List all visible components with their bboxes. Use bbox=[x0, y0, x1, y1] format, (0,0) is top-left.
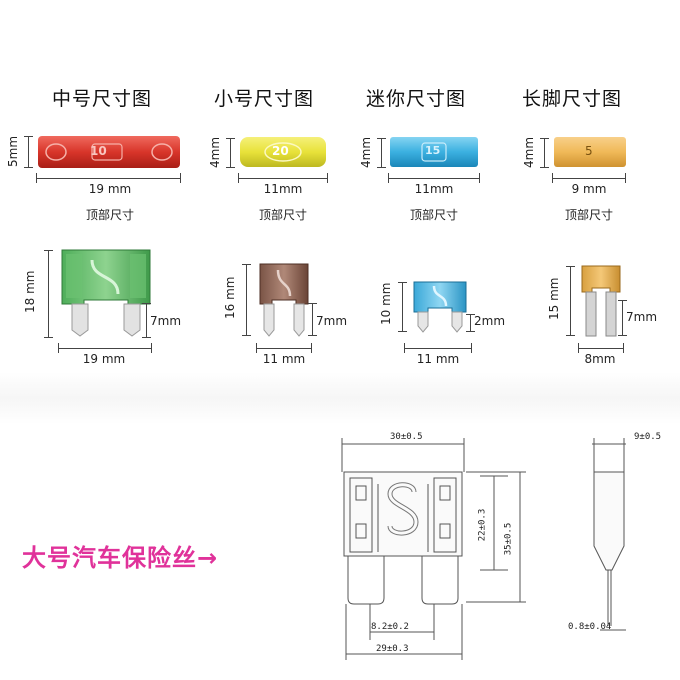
large-dim-gap: 8.2±0.2 bbox=[371, 622, 409, 632]
mini-side-width: 11 mm bbox=[416, 352, 460, 366]
large-dim-width: 29±0.3 bbox=[376, 644, 409, 654]
longleg-side-width: 8mm bbox=[584, 352, 616, 366]
mini-side-height: 10 mm bbox=[379, 282, 393, 325]
small-top-height: 4mm bbox=[208, 136, 222, 168]
longleg-side-leg: 7mm bbox=[626, 310, 658, 324]
mini-fuse-side-image bbox=[413, 281, 467, 333]
small-side-height: 16 mm bbox=[223, 276, 237, 319]
title-medium: 中号尺寸图 bbox=[52, 88, 153, 110]
small-rating-text: 20 bbox=[272, 144, 289, 158]
title-mini: 迷你尺寸图 bbox=[366, 88, 467, 110]
large-fuse-label: 大号汽车保险丝→ bbox=[22, 544, 219, 572]
medium-top-sub: 顶部尺寸 bbox=[85, 208, 134, 222]
mini-side-leg: 2mm bbox=[474, 314, 506, 328]
longleg-top-height: 4mm bbox=[522, 136, 536, 168]
longleg-top-width: 9 mm bbox=[571, 182, 607, 196]
section-divider bbox=[0, 372, 680, 424]
mini-top-sub: 顶部尺寸 bbox=[409, 208, 458, 222]
longleg-fuse-side-image bbox=[581, 265, 621, 337]
large-dim-side-bottom: 0.8±0.04 bbox=[568, 622, 612, 632]
longleg-fuse-top-image bbox=[554, 137, 626, 167]
medium-top-width: 19 mm bbox=[88, 182, 132, 196]
medium-rating-text: 10 bbox=[90, 144, 107, 158]
mini-top-width: 11mm bbox=[414, 182, 454, 196]
medium-side-width: 19 mm bbox=[82, 352, 126, 366]
large-dim-total-height: 35±0.5 bbox=[503, 522, 514, 556]
longleg-top-sub: 顶部尺寸 bbox=[564, 208, 613, 222]
mini-top-height: 4mm bbox=[359, 136, 373, 168]
longleg-side-height: 15 mm bbox=[547, 277, 561, 320]
small-fuse-side-image bbox=[259, 263, 309, 337]
longleg-rating-text: 5 bbox=[585, 144, 593, 158]
mini-fuse-top-image bbox=[390, 137, 478, 167]
title-longleg: 长脚尺寸图 bbox=[522, 88, 623, 110]
small-side-leg: 7mm bbox=[316, 314, 348, 328]
medium-side-leg: 7mm bbox=[150, 314, 182, 328]
small-side-width: 11 mm bbox=[262, 352, 306, 366]
large-dim-inner-height: 22±0.3 bbox=[477, 508, 488, 542]
small-top-width: 11mm bbox=[263, 182, 303, 196]
large-dim-top: 30±0.5 bbox=[390, 432, 423, 442]
large-dim-side-top: 9±0.5 bbox=[634, 432, 662, 442]
medium-side-height: 18 mm bbox=[23, 270, 37, 313]
title-small: 小号尺寸图 bbox=[214, 88, 315, 110]
medium-fuse-top-image bbox=[38, 136, 180, 168]
medium-fuse-side-image bbox=[61, 249, 151, 337]
medium-top-height: 5mm bbox=[6, 135, 20, 167]
small-top-sub: 顶部尺寸 bbox=[258, 208, 307, 222]
mini-rating-text: 15 bbox=[425, 144, 441, 157]
large-fuse-drawing bbox=[341, 438, 626, 660]
small-fuse-top-image bbox=[240, 137, 326, 167]
